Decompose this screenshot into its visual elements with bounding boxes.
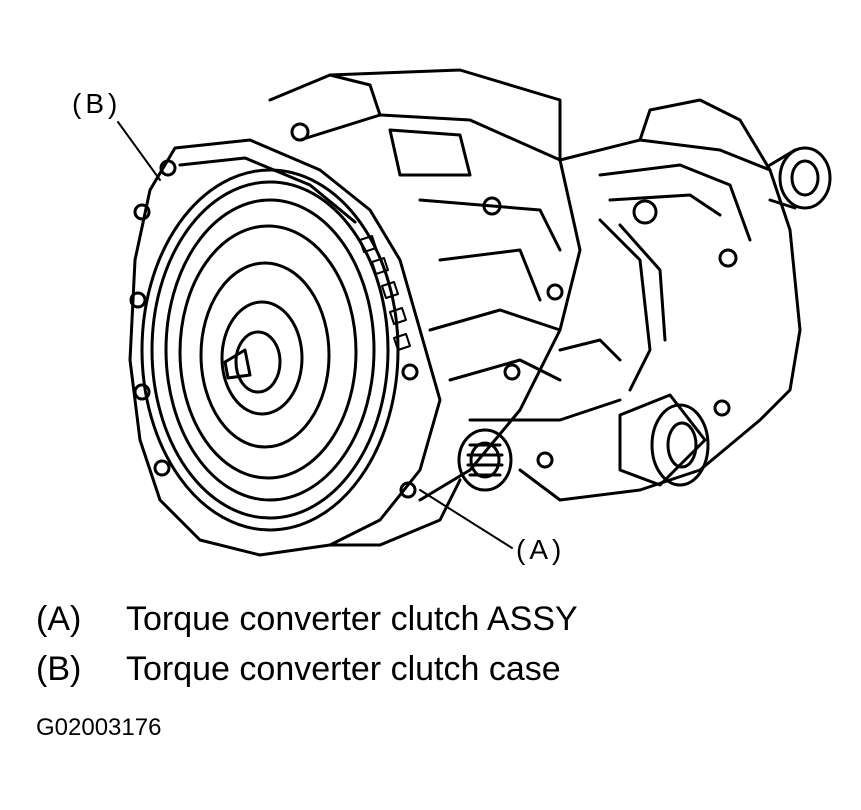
torque-converter bbox=[140, 168, 411, 532]
output-shaft bbox=[768, 146, 832, 210]
callout-b-label: (B) bbox=[72, 88, 122, 119]
callout-a-label: (A) bbox=[516, 534, 566, 565]
oil-filter bbox=[618, 393, 710, 487]
leader-b bbox=[117, 121, 161, 181]
leader-lines bbox=[117, 121, 513, 549]
legend-item-a: (A) Torque converter clutch ASSY bbox=[36, 602, 578, 636]
legend-item-b: (B) Torque converter clutch case bbox=[36, 652, 561, 686]
legend-key-a: (A) bbox=[36, 600, 82, 638]
figure-id: G02003176 bbox=[36, 714, 162, 741]
leader-a bbox=[419, 489, 513, 549]
legend-text-a: Torque converter clutch ASSY bbox=[126, 600, 578, 638]
pump-spline bbox=[457, 428, 513, 492]
extension-housing bbox=[518, 98, 802, 502]
transmission-illustration bbox=[117, 68, 832, 557]
transmission-case bbox=[268, 68, 738, 502]
legend-text-b: Torque converter clutch case bbox=[126, 650, 561, 688]
legend-key-b: (B) bbox=[36, 650, 82, 688]
